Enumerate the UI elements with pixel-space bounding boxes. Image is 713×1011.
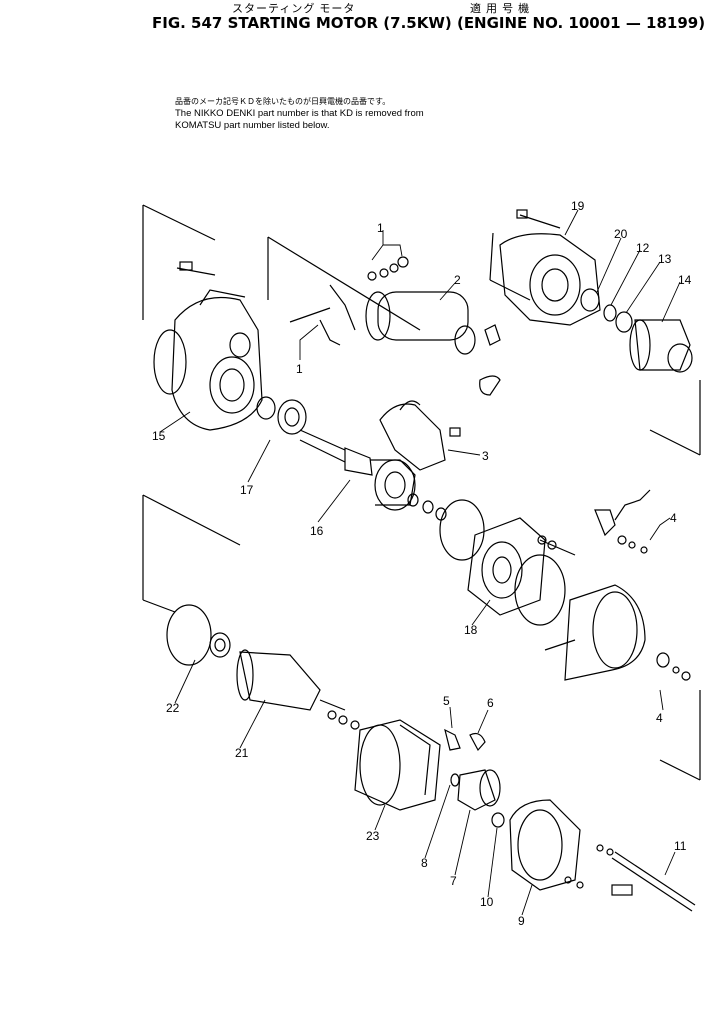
washers-center (407, 493, 447, 521)
callout-1-top: 1 (377, 221, 384, 235)
callout-2: 2 (454, 273, 461, 287)
bearing-22 (166, 604, 231, 666)
callout-6: 6 (487, 696, 494, 710)
callout-11: 11 (674, 839, 687, 853)
o-ring-upper (439, 499, 485, 561)
figure-title: FIG. 547 STARTING MOTOR (7.5KW) (ENGINE … (152, 14, 706, 32)
callout-labels: 1 1 2 3 4 4 5 6 7 8 9 10 11 12 13 14 15 … (152, 199, 692, 928)
callout-10: 10 (480, 895, 494, 909)
callout-8: 8 (421, 856, 428, 870)
callout-5: 5 (443, 694, 450, 708)
note-japanese: 品番のメーカ記号ＫＤを除いたものが日興電機の品番です。 (175, 97, 391, 106)
drive-housing-15 (153, 261, 263, 431)
japanese-applicable-label: 適 用 号 機 (470, 3, 531, 15)
callout-18: 18 (464, 623, 478, 637)
o-ring-18 (514, 554, 566, 626)
pinion-shaft-16 (299, 429, 416, 511)
front-housing-19 (499, 209, 601, 326)
callout-20: 20 (614, 227, 628, 241)
field-coil-23 (354, 719, 441, 811)
callout-23: 23 (366, 829, 380, 843)
note-line-1: The NIKKO DENKI part number is that KD i… (175, 108, 424, 119)
japanese-title: スターティング モータ (232, 3, 356, 15)
callout-15: 15 (152, 429, 166, 443)
callout-16: 16 (310, 524, 324, 538)
callout-7: 7 (450, 874, 457, 888)
brush-parts-5-6-7-8 (444, 728, 501, 811)
yoke-4 (544, 489, 691, 681)
callout-9: 9 (518, 914, 525, 928)
callout-12: 12 (636, 241, 650, 255)
through-bolt-11 (611, 851, 696, 912)
rear-cover-9 (509, 799, 633, 896)
callout-17: 17 (240, 483, 254, 497)
sleeve-20-12-13 (580, 288, 633, 333)
callout-22: 22 (166, 701, 180, 715)
callout-1-lower: 1 (296, 362, 303, 376)
guide-lines-upper (142, 204, 701, 781)
callout-3: 3 (482, 449, 489, 463)
callout-19: 19 (571, 199, 585, 213)
bearing-17 (256, 396, 307, 435)
callout-13: 13 (658, 252, 672, 266)
lead-assembly-3 (379, 400, 461, 471)
leader-lines (159, 209, 681, 916)
armature-21 (236, 649, 360, 730)
note-line-2: KOMATSU part number listed below. (175, 120, 330, 131)
center-bracket-18 (467, 517, 576, 616)
callout-21: 21 (235, 746, 249, 760)
bushing-10 (491, 812, 505, 828)
callout-14: 14 (678, 273, 692, 287)
callout-4-lower: 4 (656, 711, 663, 725)
pinion-clutch-14 (629, 319, 693, 373)
solenoid-2 (289, 256, 501, 396)
callout-4-upper: 4 (670, 511, 677, 525)
